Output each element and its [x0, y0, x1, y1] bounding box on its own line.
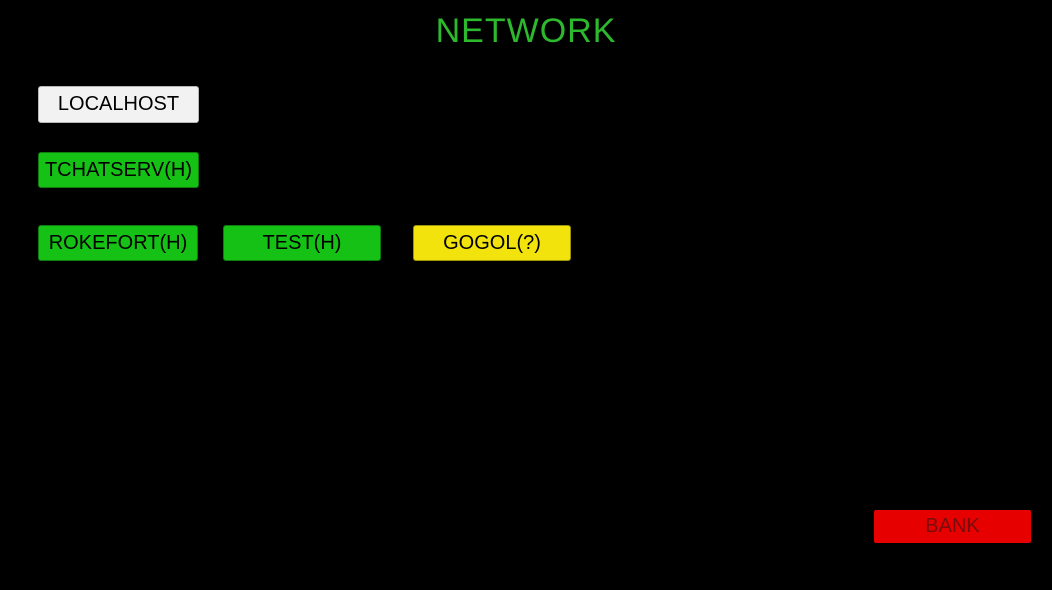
node-tchatserv-button[interactable]: TCHATSERV(H): [38, 152, 199, 188]
node-rokefort-button[interactable]: ROKEFORT(H): [38, 225, 198, 261]
node-localhost-button[interactable]: LOCALHOST: [38, 86, 199, 123]
node-test-button[interactable]: TEST(H): [223, 225, 381, 261]
node-gogol-button[interactable]: GOGOL(?): [413, 225, 571, 261]
bank-button[interactable]: BANK: [874, 510, 1031, 543]
page-title: NETWORK: [435, 12, 617, 50]
